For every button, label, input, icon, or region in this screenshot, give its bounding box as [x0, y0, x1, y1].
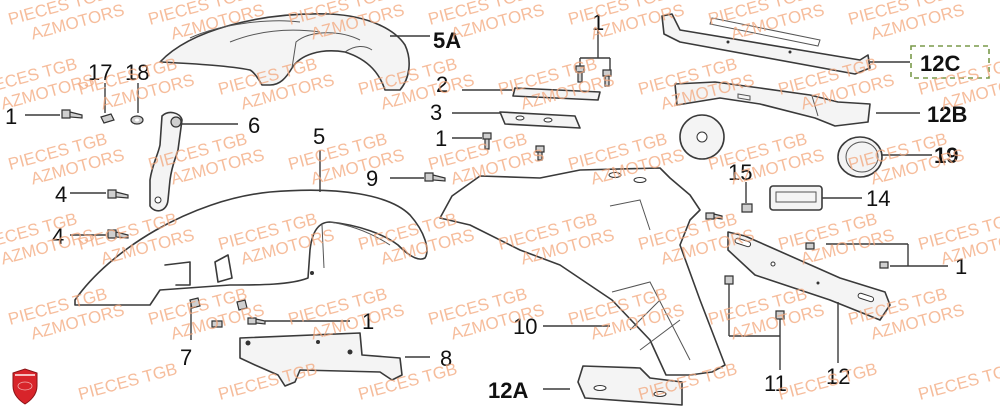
bolt-7c[interactable] [211, 320, 223, 328]
callout-12[interactable]: 12 [826, 364, 850, 389]
bolt-1-center-low[interactable] [535, 145, 545, 161]
part-3-plate[interactable] [499, 111, 581, 129]
bolt-4-lower[interactable] [107, 229, 129, 239]
bolt-9[interactable] [424, 172, 446, 182]
callout-4-upper[interactable]: 4 [55, 182, 67, 207]
callout-12C[interactable]: 12C [920, 51, 960, 76]
bolt-1-center-top-b[interactable] [602, 69, 612, 87]
part-14-lamp-lens[interactable] [769, 185, 823, 211]
callout-12A[interactable]: 12A [488, 378, 528, 403]
bolt-1-right-a[interactable] [805, 242, 815, 250]
part-17-nut[interactable] [100, 113, 115, 124]
bolt-1-left[interactable] [61, 109, 83, 119]
callout-labels: 5A 17 18 1 6 2 3 1 1 5 9 4 4 12C 12B 19 … [5, 10, 967, 403]
callout-4-lower[interactable]: 4 [52, 224, 64, 249]
callout-1-right[interactable]: 1 [955, 254, 967, 279]
bolt-near-10[interactable] [705, 212, 723, 220]
callout-14[interactable]: 14 [866, 186, 890, 211]
part-12-plate-holder[interactable] [727, 231, 891, 321]
callout-6[interactable]: 6 [248, 113, 260, 138]
watermark-line1: PIECES TGB [76, 359, 179, 404]
part-12A-plate[interactable] [577, 365, 683, 406]
part-18-washer[interactable] [130, 115, 144, 125]
callout-18[interactable]: 18 [125, 60, 149, 85]
part-6-fender-stay[interactable] [149, 111, 183, 212]
part-11-nut-b[interactable] [775, 310, 785, 320]
bolt-1-center-top-a[interactable] [575, 65, 585, 83]
callout-10[interactable]: 10 [513, 314, 537, 339]
part-12B-bracket[interactable] [674, 81, 871, 127]
part-11-nut-a[interactable] [724, 275, 734, 285]
callout-17[interactable]: 17 [88, 60, 112, 85]
bolt-4-upper[interactable] [107, 189, 129, 199]
callout-1-left[interactable]: 1 [5, 104, 17, 129]
bolt-7b[interactable] [236, 299, 248, 311]
bolt-1-bottom[interactable] [247, 317, 266, 325]
bolt-1-right-b[interactable] [879, 261, 889, 269]
azmotors-shield-logo [12, 368, 38, 405]
part-2-strip[interactable] [512, 87, 601, 101]
part-8-lower-bracket[interactable] [239, 332, 403, 387]
callout-11[interactable]: 11 [764, 371, 787, 396]
callout-8[interactable]: 8 [440, 346, 452, 371]
callout-1-center-mid[interactable]: 1 [435, 126, 447, 151]
part-10-rear-fender[interactable] [439, 167, 726, 376]
callout-12B[interactable]: 12B [927, 102, 967, 127]
reflector-round[interactable] [679, 114, 725, 160]
part-19-lamp[interactable] [837, 136, 883, 178]
part-15-nut[interactable] [741, 203, 753, 213]
leader-lines [25, 30, 948, 390]
watermark-line1: PIECES TGB [636, 359, 739, 404]
callout-9[interactable]: 9 [366, 166, 378, 191]
callout-3[interactable]: 3 [430, 100, 442, 125]
part-12C-top-bracket[interactable] [661, 13, 871, 75]
callout-19[interactable]: 19 [934, 143, 958, 168]
watermark-line1: PIECES TGB [916, 359, 1000, 404]
callout-5[interactable]: 5 [313, 124, 325, 149]
highlight-box-12C [910, 45, 990, 79]
part-5A-upper-fender[interactable] [159, 13, 410, 91]
part-5-front-fender[interactable] [74, 189, 428, 306]
callout-5A[interactable]: 5A [433, 28, 461, 53]
bolt-1-center-mid[interactable] [482, 132, 492, 150]
callout-1-center-top[interactable]: 1 [592, 10, 604, 35]
callout-7[interactable]: 7 [180, 345, 192, 370]
callout-15[interactable]: 15 [728, 160, 752, 185]
callout-2[interactable]: 2 [436, 72, 448, 97]
callout-1-bottom[interactable]: 1 [362, 309, 374, 334]
